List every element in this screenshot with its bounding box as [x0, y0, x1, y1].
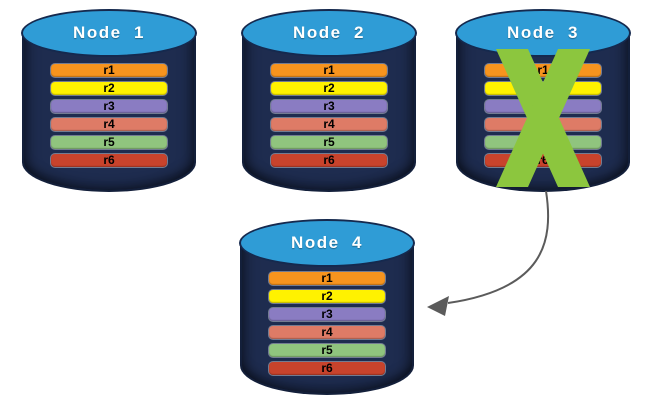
node-label: Node 4 [291, 233, 363, 252]
node-label: Node 2 [293, 23, 365, 42]
replica-bar-r6: r6 [269, 362, 385, 375]
replica-list: r1 r2 r3 r4 r5 r6 [51, 64, 167, 172]
replica-bar-r3: r3 [269, 308, 385, 321]
node-label: Node 3 [507, 23, 579, 42]
arrowhead-icon [427, 296, 449, 316]
replica-bar-r5: r5 [269, 344, 385, 357]
replica-bar-r2: r2 [51, 82, 167, 95]
replica-bar-r3: r3 [51, 100, 167, 113]
cylinder-top: Node 2 [241, 9, 417, 57]
node-label: Node 1 [73, 23, 145, 42]
cylinder-top: Node 1 [21, 9, 197, 57]
cylinder-top: Node 4 [239, 219, 415, 267]
replica-bar-r1: r1 [51, 64, 167, 77]
replica-list: r1 r2 r3 r4 r5 r6 [269, 272, 385, 380]
failure-x-icon [496, 49, 590, 187]
replica-bar-r2: r2 [271, 82, 387, 95]
replica-list: r1 r2 r3 r4 r5 r6 [271, 64, 387, 172]
replica-bar-r6: r6 [51, 154, 167, 167]
arrow-curve-line [447, 190, 550, 304]
replica-bar-r1: r1 [269, 272, 385, 285]
replica-bar-r1: r1 [271, 64, 387, 77]
replica-bar-r6: r6 [271, 154, 387, 167]
replica-bar-r2: r2 [269, 290, 385, 303]
replica-bar-r5: r5 [51, 136, 167, 149]
replica-bar-r5: r5 [271, 136, 387, 149]
node-4: Node 4 r1 r2 r3 r4 r5 r6 [239, 219, 415, 395]
replica-bar-r4: r4 [51, 118, 167, 131]
node-2: Node 2 r1 r2 r3 r4 r5 r6 [241, 9, 417, 192]
cylinder-top: Node 3 [455, 9, 631, 57]
replica-bar-r4: r4 [271, 118, 387, 131]
node-1: Node 1 r1 r2 r3 r4 r5 r6 [21, 9, 197, 192]
replica-bar-r4: r4 [269, 326, 385, 339]
replica-bar-r3: r3 [271, 100, 387, 113]
